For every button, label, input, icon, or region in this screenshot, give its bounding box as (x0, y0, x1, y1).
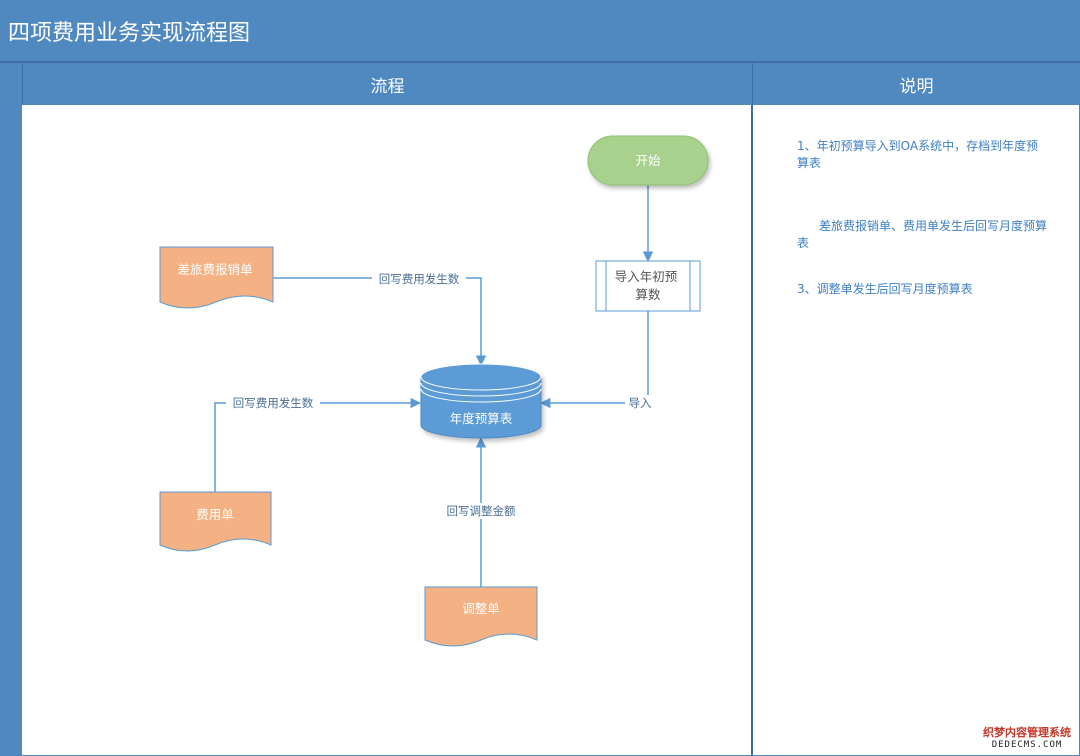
travel-doc-node: 差旅费报销单 (159, 246, 274, 309)
edge-label-travel: 回写费用发生数 (379, 272, 460, 286)
watermark: 织梦内容管理系统 DEDECMS.COM (980, 726, 1074, 752)
budget-table-label: 年度预算表 (450, 411, 513, 426)
adjust-doc-label: 调整单 (462, 601, 500, 616)
column-header-notes: 说明 (752, 63, 1080, 105)
lane-divider (751, 105, 752, 756)
travel-doc-label: 差旅费报销单 (177, 262, 252, 277)
edge-expense-to-budget (214, 397, 422, 492)
start-node-label: 开始 (635, 153, 661, 168)
edge-label-expense: 回写费用发生数 (233, 396, 314, 410)
left-strip (0, 63, 22, 756)
edge-labels: 回写费用发生数 回写费用发生数 导入 回写调整金额 (226, 270, 655, 519)
expense-doc-node: 费用单 (159, 491, 272, 552)
note-3: 3、调整单发生后回写月度预算表 (797, 282, 973, 296)
import-task-node: 导入年初预 算数 (595, 260, 701, 312)
expense-doc-label: 费用单 (196, 507, 234, 522)
page-title: 四项费用业务实现流程图 (0, 0, 1080, 63)
import-task-label: 导入年初预 算数 (615, 269, 682, 302)
notes-lane (752, 105, 1079, 755)
watermark-en: DEDECMS.COM (991, 740, 1063, 750)
edge-label-import: 导入 (629, 396, 652, 410)
edge-label-adjust: 回写调整金额 (447, 504, 516, 518)
start-node: 开始 (587, 135, 709, 186)
adjust-doc-node: 调整单 (424, 586, 538, 647)
watermark-cn: 织梦内容管理系统 (983, 726, 1071, 739)
column-header-process: 流程 (22, 63, 752, 105)
edge-import-to-budget (539, 311, 649, 409)
note-2: 差旅费报销单、费用单发生后回写月度预算表 (797, 219, 1048, 250)
process-lane (22, 105, 751, 755)
note-1: 1、年初预算导入到OA系统中，存档到年度预算表 (797, 139, 1039, 170)
edge-travel-to-budget (273, 277, 487, 367)
budget-table-database (420, 363, 542, 439)
